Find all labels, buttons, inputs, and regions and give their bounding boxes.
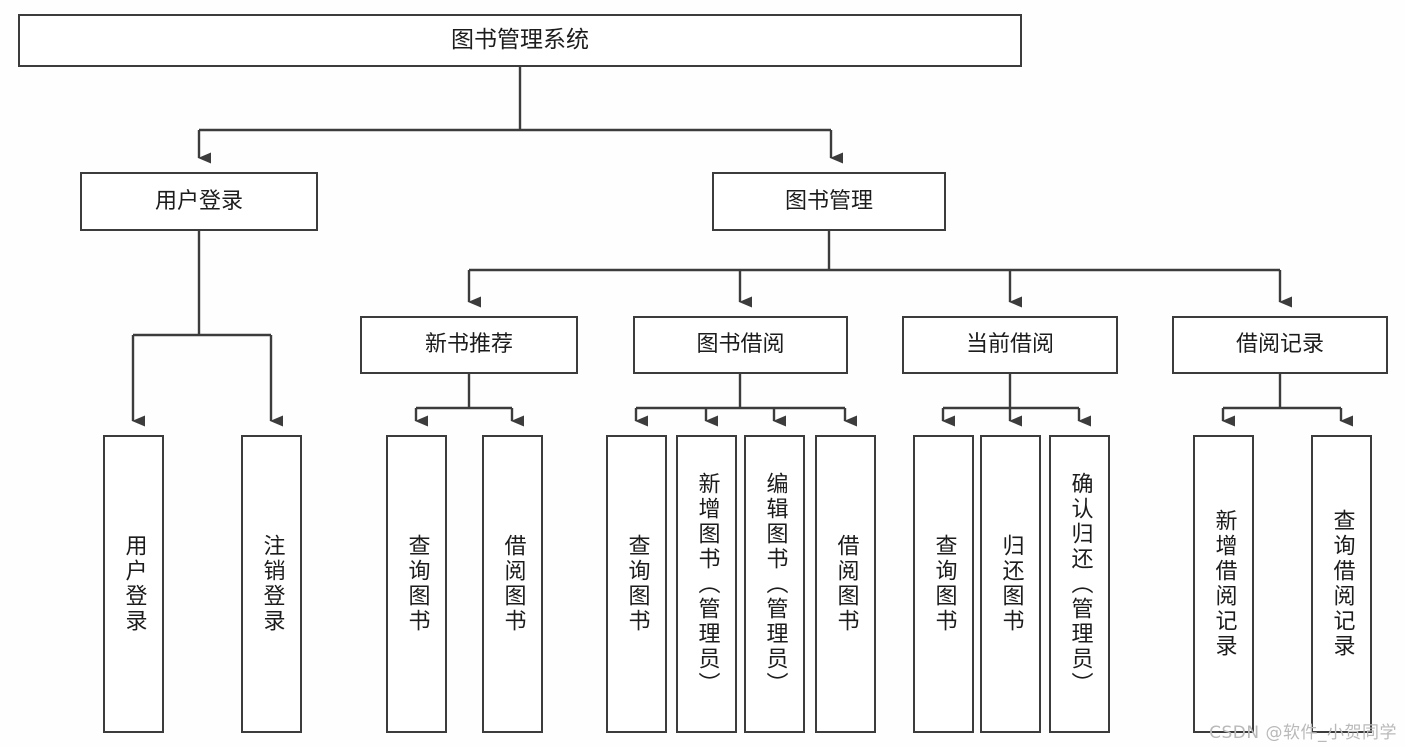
node-label: 新增借阅记录 [1211,509,1237,659]
node-label: 注销登录 [259,534,285,634]
node-label: 用户登录 [121,534,147,634]
node-label: 当前借阅 [965,332,1054,358]
node-book-management[interactable]: 图书管理 [712,172,946,231]
node-label: 新增图书（管理员） [694,471,720,697]
node-leaf-query-book-1[interactable]: 查询图书 [386,435,447,733]
node-label: 查询图书 [404,534,430,634]
node-borrow-record[interactable]: 借阅记录 [1172,316,1388,374]
node-label: 图书管理 [784,188,873,214]
node-label: 编辑图书（管理员） [762,471,788,697]
node-label: 查询图书 [931,534,957,634]
node-leaf-borrow-book-2[interactable]: 借阅图书 [815,435,876,733]
node-label: 查询图书 [624,534,650,634]
node-leaf-borrow-book-1[interactable]: 借阅图书 [482,435,543,733]
node-root-book-management-system[interactable]: 图书管理系统 [18,14,1022,67]
node-book-borrow[interactable]: 图书借阅 [633,316,848,374]
node-label: 归还图书 [998,534,1024,634]
node-label: 确认归还（管理员） [1067,471,1093,697]
node-current-borrow[interactable]: 当前借阅 [902,316,1118,374]
node-leaf-user-login[interactable]: 用户登录 [103,435,164,733]
node-leaf-add-book[interactable]: 新增图书（管理员） [676,435,737,733]
node-label: 借阅图书 [833,534,859,634]
node-label: 查询借阅记录 [1329,509,1355,659]
node-leaf-confirm-return[interactable]: 确认归还（管理员） [1049,435,1110,733]
node-label: 新书推荐 [424,332,513,358]
node-label: 图书借阅 [696,332,785,358]
node-leaf-query-book-2[interactable]: 查询图书 [606,435,667,733]
csdn-watermark: CSDN @软件_小贺同学 [1209,723,1397,743]
node-label: 用户登录 [154,188,243,214]
node-new-book-recommend[interactable]: 新书推荐 [360,316,578,374]
node-user-login[interactable]: 用户登录 [80,172,318,231]
node-leaf-edit-book[interactable]: 编辑图书（管理员） [744,435,805,733]
node-leaf-query-record[interactable]: 查询借阅记录 [1311,435,1372,733]
node-label: 借阅图书 [500,534,526,634]
node-leaf-add-record[interactable]: 新增借阅记录 [1193,435,1254,733]
node-label: 借阅记录 [1235,332,1324,358]
node-leaf-query-book-3[interactable]: 查询图书 [913,435,974,733]
node-leaf-return-book[interactable]: 归还图书 [980,435,1041,733]
node-leaf-logout-login[interactable]: 注销登录 [241,435,302,733]
node-label: 图书管理系统 [451,26,589,53]
